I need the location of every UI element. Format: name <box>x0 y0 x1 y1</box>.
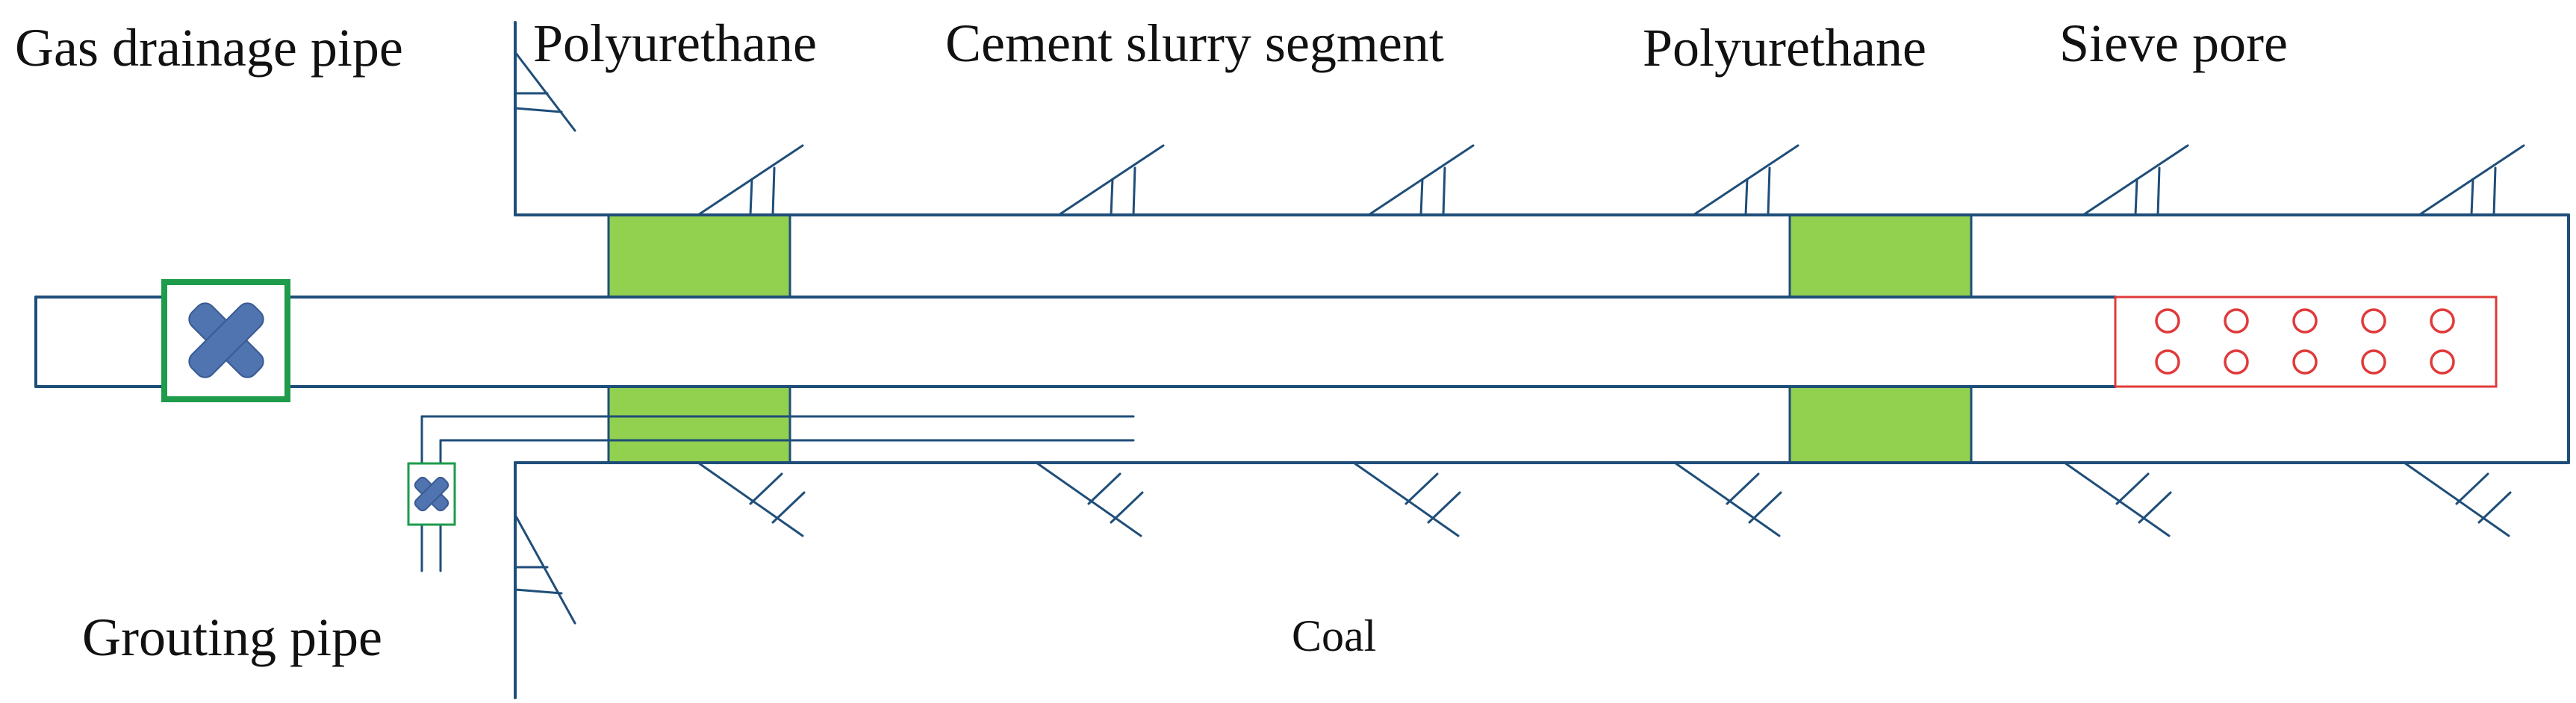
sieve-pore-icon <box>2224 349 2249 375</box>
coal-hatch-mark <box>697 461 804 537</box>
sieve-pore-icon <box>2361 349 2386 375</box>
coal-hatch-tick <box>2455 472 2489 505</box>
coal-hatch-mark <box>514 513 576 625</box>
polyurethane-right-label: Polyurethane <box>1643 18 1926 78</box>
coal-hatch-mark <box>1367 144 1475 216</box>
cement-slurry-segment-label: Cement slurry segment <box>945 13 1444 73</box>
coal-hatch-mark <box>2063 461 2171 537</box>
coal-hatch-tick <box>749 472 783 505</box>
coal-hatch-tick <box>1442 166 1446 216</box>
sieve-pore-label: Sieve pore <box>2059 13 2288 73</box>
sieve-pore-icon <box>2155 308 2180 334</box>
coal-hatch-tick <box>514 107 563 113</box>
coal-hatch-tick <box>2470 178 2474 216</box>
grout-valve-icon <box>414 476 449 512</box>
coal-hatch-tick <box>1132 166 1136 216</box>
coal-hatch-mark <box>1673 461 1781 537</box>
main-valve-icon <box>188 302 264 378</box>
coal-hatch-tick <box>1748 491 1782 524</box>
coal-hatch-tick <box>2138 491 2172 524</box>
coal-hatch-mark <box>1035 461 1142 537</box>
coal-hatch-tick <box>2492 166 2497 216</box>
coal-hatch-mark <box>697 144 804 216</box>
coal-hatch-tick <box>749 178 753 216</box>
coal-hatch-mark <box>2082 144 2189 216</box>
coal-hatch-tick <box>771 166 776 216</box>
sieve-pore-icon <box>2430 308 2455 334</box>
polyurethane-left-label: Polyurethane <box>533 13 817 73</box>
coal-hatch-tick <box>1427 491 1461 524</box>
coal-hatch-tick <box>1404 472 1439 505</box>
coal-hatch-tick <box>1110 178 1114 216</box>
grout-valve-icon-bar <box>414 476 449 512</box>
coal-hatch-tick <box>1110 491 1144 524</box>
coal-hatch-tick <box>1726 472 1760 505</box>
coal-hatch-mark <box>1057 144 1165 216</box>
coal-hatch-mark <box>2418 144 2525 216</box>
polyurethane-block-left-top <box>607 213 791 299</box>
sieve-section <box>2114 296 2498 388</box>
sieve-pore-icon <box>2361 308 2386 334</box>
polyurethane-block-right-top <box>1788 213 1973 299</box>
sieve-pore-icon <box>2292 308 2318 334</box>
sieve-pore-icon <box>2292 349 2318 375</box>
coal-hatch-tick <box>2134 178 2138 216</box>
grouting-pipe-label: Grouting pipe <box>82 607 382 667</box>
coal-hatch-tick <box>771 491 806 524</box>
coal-hatch-tick <box>1419 178 1424 216</box>
coal-hatch-mark <box>1352 461 1460 537</box>
sieve-pore-icon <box>2224 308 2249 334</box>
diagram-geometry <box>34 21 2570 699</box>
coal-hatch-tick <box>514 588 563 595</box>
coal-hatch-tick <box>1767 166 1771 216</box>
coal-hatch-tick <box>1087 472 1121 505</box>
coal-hatch-tick <box>2477 491 2512 524</box>
polyurethane-block-right-bottom <box>1788 385 1973 464</box>
sieve-pore-icon <box>2430 349 2455 375</box>
coal-hatch-tick <box>1744 178 1749 216</box>
coal-hatch-mark <box>1692 144 1799 216</box>
coal-hatch-mark <box>514 51 576 132</box>
coal-hatch-mark <box>2403 461 2510 537</box>
gas-drainage-pipe-label: Gas drainage pipe <box>15 18 403 78</box>
coal-hatch-tick <box>2156 166 2161 216</box>
main-valve-icon-bar <box>188 302 264 378</box>
polyurethane-block-left-bottom <box>607 385 791 464</box>
coal-hatch-tick <box>2115 472 2150 505</box>
coal-label: Coal <box>1292 611 1377 660</box>
sieve-pore-icon <box>2155 349 2180 375</box>
